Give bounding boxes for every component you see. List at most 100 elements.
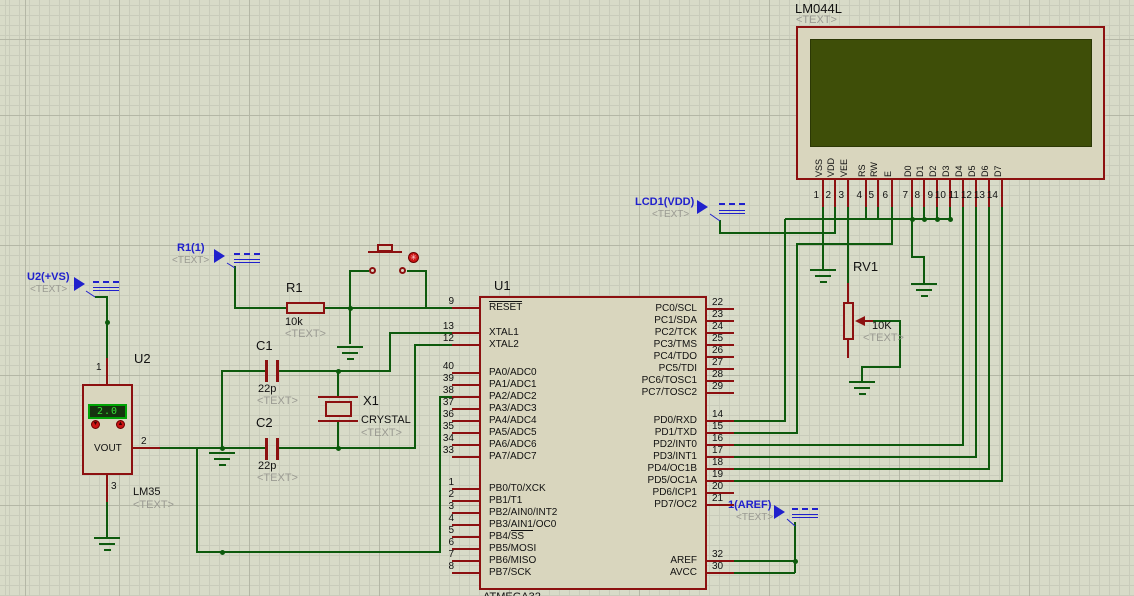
lcd-pin-stub[interactable] — [891, 180, 893, 207]
mcu-pin-number: 2 — [448, 489, 454, 500]
mcu-pin-stub[interactable] — [707, 380, 734, 382]
net-flag-icon[interactable] — [74, 277, 85, 291]
net-flag-label[interactable]: R1(1) — [177, 242, 205, 254]
lcd-pin-stub[interactable] — [847, 180, 849, 207]
pot-body[interactable] — [843, 302, 854, 340]
ground-symbol — [849, 381, 875, 395]
mcu-pin-label: PC1/SDA — [654, 315, 697, 326]
resistor-text-placeholder: <TEXT> — [285, 328, 326, 340]
mcu-pin-stub[interactable] — [707, 444, 734, 446]
lcd-ref-label: LM044L — [795, 1, 842, 16]
lcd-pin-stub[interactable] — [834, 180, 836, 207]
mcu-pin-stub[interactable] — [707, 308, 734, 310]
cap1-plate[interactable] — [276, 360, 279, 382]
mcu-pin-stub[interactable] — [452, 332, 479, 334]
lcd-pin-stub[interactable] — [865, 180, 867, 207]
mcu-pin-stub[interactable] — [707, 480, 734, 482]
net-flag-icon[interactable] — [774, 505, 785, 519]
mcu-pin-number: 21 — [712, 493, 724, 504]
mcu-pin-stub[interactable] — [452, 344, 479, 346]
mcu-pin-number: 37 — [442, 397, 454, 408]
lcd-pin-name: VDD — [826, 157, 836, 177]
mcu-pin-number: 9 — [448, 296, 454, 307]
mcu-pin-stub[interactable] — [707, 432, 734, 434]
mcu-pin-stub[interactable] — [452, 420, 479, 422]
net-flag-bars — [792, 514, 818, 518]
mcu-pin-stub[interactable] — [707, 344, 734, 346]
mcu-pin-stub[interactable] — [452, 548, 479, 550]
flag-connector — [85, 290, 96, 298]
mcu-pin-stub[interactable] — [707, 332, 734, 334]
net-flag-label[interactable]: U2(+VS) — [27, 271, 70, 283]
lcd-pin-stub[interactable] — [1001, 180, 1003, 207]
lcd-pin-number: 5 — [868, 190, 874, 201]
wire — [734, 522, 796, 574]
lcd-pin-name: D1 — [915, 165, 925, 177]
wire — [734, 207, 977, 458]
mcu-pin-stub[interactable] — [707, 468, 734, 470]
sensor-vout-label: VOUT — [94, 443, 122, 454]
mcu-pin-stub[interactable] — [707, 356, 734, 358]
net-flag-icon[interactable] — [214, 249, 225, 263]
cap1-plate[interactable] — [265, 360, 268, 382]
mcu-pin-stub[interactable] — [452, 524, 479, 526]
mcu-pin-number: 40 — [442, 361, 454, 372]
push-button-actuator[interactable]: ✳ — [408, 252, 419, 263]
sensor-decrease-button[interactable]: ▼ — [91, 420, 100, 429]
sensor-body[interactable] — [82, 384, 133, 475]
mcu-pin-stub[interactable] — [707, 320, 734, 322]
net-flag-label[interactable]: 1(AREF) — [728, 499, 772, 511]
mcu-pin-label: PC6/TOSC1 — [641, 375, 697, 386]
lcd-pin-stub[interactable] — [962, 180, 964, 207]
resistor-body[interactable] — [286, 302, 325, 314]
lcd-pin-stub[interactable] — [923, 180, 925, 207]
mcu-pin-stub[interactable] — [452, 372, 479, 374]
lcd-pin-stub[interactable] — [988, 180, 990, 207]
ground-symbol — [911, 283, 937, 297]
mcu-pin-stub[interactable] — [707, 368, 734, 370]
mcu-pin-stub[interactable] — [452, 384, 479, 386]
net-flag-label[interactable]: LCD1(VDD) — [635, 196, 695, 208]
lcd-pin-stub[interactable] — [822, 180, 824, 207]
mcu-pin-stub[interactable] — [452, 500, 479, 502]
mcu-pin-stub[interactable] — [452, 488, 479, 490]
lcd-pin-stub[interactable] — [911, 180, 913, 207]
mcu-pin-stub[interactable] — [452, 396, 479, 398]
lcd-pin-stub[interactable] — [877, 180, 879, 207]
mcu-pin-stub[interactable] — [452, 456, 479, 458]
mcu-pin-number: 19 — [712, 469, 724, 480]
mcu-pin-stub[interactable] — [707, 420, 734, 422]
net-flag-icon[interactable] — [697, 200, 708, 214]
mcu-pin-stub[interactable] — [452, 560, 479, 562]
mcu-pin-number: 22 — [712, 297, 724, 308]
cap2-plate[interactable] — [265, 438, 268, 460]
mcu-pin-stub[interactable] — [707, 392, 734, 394]
crystal-body[interactable] — [325, 401, 352, 417]
mcu-pin-label: PA3/ADC3 — [489, 403, 537, 414]
sensor-increase-button[interactable]: ▲ — [116, 420, 125, 429]
cap2-plate[interactable] — [276, 438, 279, 460]
lcd-pin-name: D4 — [954, 165, 964, 177]
mcu-pin-label: PB7/SCK — [489, 567, 532, 578]
mcu-pin-stub[interactable] — [707, 504, 734, 506]
mcu-pin-stub[interactable] — [452, 307, 479, 309]
lcd-pin-name: RS — [857, 164, 867, 177]
mcu-pin-stub[interactable] — [707, 572, 734, 574]
mcu-pin-stub[interactable] — [452, 432, 479, 434]
mcu-pin-stub[interactable] — [707, 560, 734, 562]
mcu-pin-stub[interactable] — [452, 572, 479, 574]
mcu-pin-stub[interactable] — [452, 512, 479, 514]
mcu-pin-label: PB1/T1 — [489, 495, 523, 506]
mcu-pin-stub[interactable] — [452, 408, 479, 410]
mcu-pin-stub[interactable] — [452, 444, 479, 446]
mcu-pin-stub[interactable] — [707, 492, 734, 494]
mcu-pin-stub[interactable] — [707, 456, 734, 458]
mcu-pin-stub[interactable] — [452, 536, 479, 538]
lcd-pin-stub[interactable] — [975, 180, 977, 207]
mcu-pin-label: PB5/MOSI — [489, 543, 537, 554]
lcd-pin-stub[interactable] — [936, 180, 938, 207]
mcu-body[interactable] — [479, 296, 707, 590]
crystal-ref-label: X1 — [363, 393, 379, 408]
lcd-pin-stub[interactable] — [949, 180, 951, 207]
push-button-cap[interactable] — [377, 244, 393, 252]
